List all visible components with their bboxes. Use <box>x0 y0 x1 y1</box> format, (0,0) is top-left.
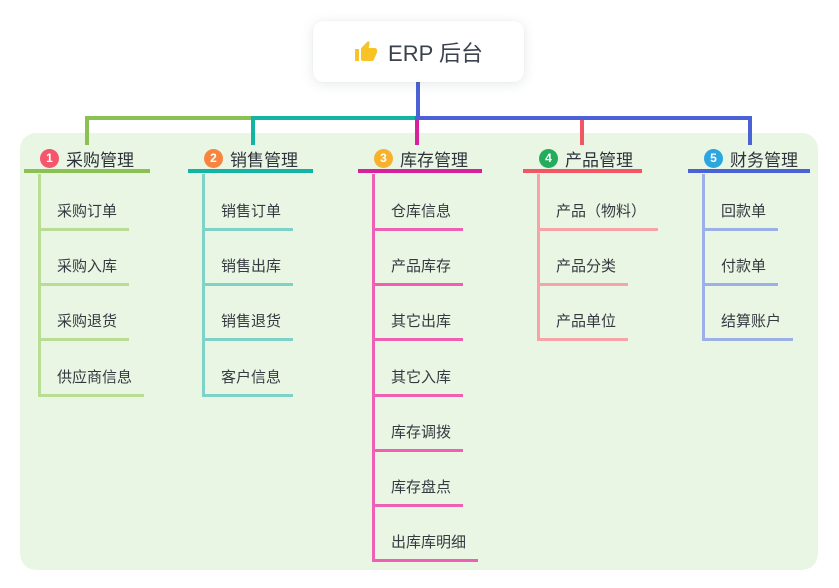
child-node[interactable]: 销售出库 <box>202 257 294 286</box>
child-node[interactable]: 产品分类 <box>537 257 629 286</box>
root-stem-line <box>416 82 420 120</box>
connector-segment <box>415 116 752 120</box>
child-node[interactable]: 产品库存 <box>372 257 464 286</box>
child-node[interactable]: 采购退货 <box>38 312 130 341</box>
branch-4: 4 产品管理产品（物料） 产品分类产品单位 <box>523 147 659 341</box>
branches-panel <box>20 133 818 570</box>
thumbs-up-icon <box>354 40 378 64</box>
branch-drop-line <box>748 116 752 145</box>
child-node[interactable]: 其它入库 <box>372 368 464 397</box>
branch-drop-line <box>415 120 419 145</box>
branch-node-header[interactable]: 1 采购管理 <box>24 147 150 173</box>
child-node[interactable]: 产品单位 <box>537 312 629 341</box>
child-node[interactable]: 出库库明细 <box>372 533 479 562</box>
child-node[interactable]: 回款单 <box>702 202 779 231</box>
branch-index-badge: 5 <box>704 148 723 168</box>
child-node[interactable]: 付款单 <box>702 257 779 286</box>
branch-drop-line <box>580 120 584 145</box>
branch-drop-line <box>251 120 255 145</box>
child-node[interactable]: 库存调拨 <box>372 423 464 452</box>
branch-node-header[interactable]: 4 产品管理 <box>523 147 642 173</box>
branch-2: 2 销售管理销售订单销售出库销售退货客户信息 <box>188 147 313 397</box>
child-node[interactable]: 销售订单 <box>202 202 294 231</box>
branch-children-connector <box>702 174 705 341</box>
branch-index-badge: 2 <box>204 148 223 168</box>
branch-children-connector <box>372 174 375 562</box>
branch-1: 1 采购管理采购订单采购入库采购退货供应商信息 <box>24 147 150 397</box>
child-node[interactable]: 客户信息 <box>202 368 294 397</box>
branch-5: 5 财务管理回款单付款单结算账户 <box>688 147 810 341</box>
branch-index-badge: 1 <box>40 148 59 168</box>
branch-label: 产品管理 <box>565 150 633 170</box>
root-node-erp[interactable]: ERP 后台 <box>313 21 524 82</box>
child-node[interactable]: 仓库信息 <box>372 202 464 231</box>
child-node[interactable]: 销售退货 <box>202 312 294 341</box>
child-node[interactable]: 采购入库 <box>38 257 130 286</box>
branch-index-badge: 3 <box>374 148 393 168</box>
child-node[interactable]: 供应商信息 <box>38 368 145 397</box>
branch-node-header[interactable]: 5 财务管理 <box>688 147 810 173</box>
child-node[interactable]: 其它出库 <box>372 312 464 341</box>
child-node[interactable]: 结算账户 <box>702 312 794 341</box>
connector-segment <box>251 116 417 120</box>
branch-drop-line <box>85 116 89 145</box>
child-node[interactable]: 库存盘点 <box>372 478 464 507</box>
branch-index-badge: 4 <box>539 148 558 168</box>
root-node-label: ERP 后台 <box>388 40 483 66</box>
child-node[interactable]: 产品（物料） <box>537 202 659 231</box>
branch-node-header[interactable]: 3 库存管理 <box>358 147 482 173</box>
branch-label: 财务管理 <box>730 150 798 170</box>
branch-node-header[interactable]: 2 销售管理 <box>188 147 313 173</box>
branch-3: 3 库存管理仓库信息产品库存其它出库其它入库库存调拨库存盘点出库库明细 <box>358 147 482 562</box>
branch-label: 销售管理 <box>230 150 298 170</box>
branch-label: 库存管理 <box>400 150 468 170</box>
child-node[interactable]: 采购订单 <box>38 202 130 231</box>
connector-segment <box>85 116 253 120</box>
branch-label: 采购管理 <box>66 150 134 170</box>
branch-children-connector <box>537 174 540 341</box>
